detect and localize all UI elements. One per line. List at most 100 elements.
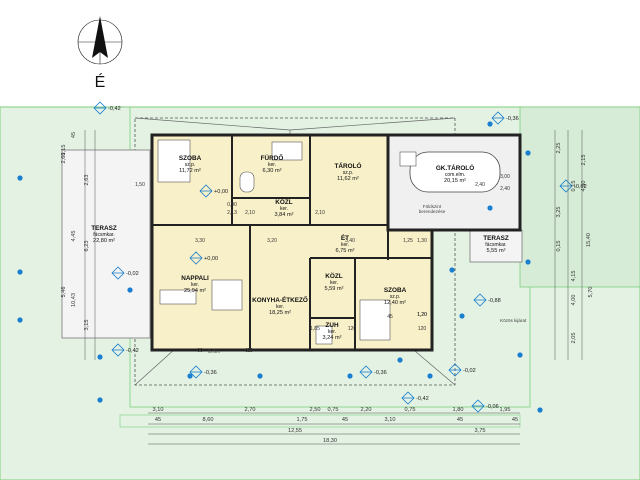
- room-area: 18,25 m²: [269, 310, 291, 316]
- dim-inner: 80: [245, 348, 251, 354]
- dim-left: 3,15: [84, 320, 90, 331]
- level-marker-bottom1: -0,36: [189, 365, 217, 379]
- room-name: SZOBA: [179, 155, 202, 162]
- dim-row3: 12,55: [288, 428, 302, 434]
- room-floor: ker.: [268, 162, 276, 168]
- dim-inner: 90: [247, 348, 253, 354]
- driveway: [519, 106, 640, 288]
- room-area: 3,24 m²: [323, 335, 342, 341]
- grid-marker: [487, 205, 493, 211]
- level-value: +0,00: [214, 189, 228, 195]
- level-marker-right: -0,02: [559, 179, 587, 193]
- level-marker-top_left: -0,42: [93, 101, 121, 115]
- dim-right: 2,25: [556, 143, 562, 154]
- grid-marker: [187, 373, 193, 379]
- room-floor: fácsmkar.: [485, 242, 506, 248]
- terrace-right: [469, 229, 523, 263]
- grid-marker: [97, 397, 103, 403]
- dim-right: 2,05: [571, 333, 577, 344]
- dim-right: 3,25: [556, 207, 562, 218]
- room-area: 12,40 m²: [384, 300, 406, 306]
- grid-marker: [459, 313, 465, 319]
- dim-inner: 1,50: [135, 182, 145, 188]
- room-floor: sz.p.: [185, 162, 196, 168]
- room-area: 25,94 m²: [184, 288, 206, 294]
- level-value: -0,02: [574, 184, 587, 190]
- level-value: -0,42: [108, 106, 121, 112]
- dim-left: 1,15: [61, 145, 67, 156]
- dim-inner: 2,13: [227, 210, 237, 216]
- room-name: TERASZ: [483, 235, 509, 242]
- dim-inner: 3,30: [195, 238, 205, 244]
- dim-row1: 1,80: [453, 407, 464, 413]
- room-area: 22,80 m²: [93, 238, 115, 244]
- north-arrow: É: [77, 16, 123, 91]
- dim-left: 2,63: [84, 175, 90, 186]
- grid-marker: [427, 373, 433, 379]
- level-marker-bottom2: -0,36: [359, 365, 387, 379]
- dim-row1: 2,70: [245, 407, 256, 413]
- dim-right: 2,15: [581, 155, 587, 166]
- level-marker-szoba: +0,00: [199, 184, 228, 198]
- grid-marker: [347, 373, 353, 379]
- room-name: TÁROLÓ: [335, 161, 362, 170]
- room-name: KONYHA-ÉTKEZŐ: [252, 295, 308, 304]
- level-value: -0,42: [126, 348, 139, 354]
- level-value: -0,36: [506, 116, 519, 122]
- grid-marker: [17, 317, 23, 323]
- room-floor: ker.: [191, 282, 199, 288]
- room-name: ÉT: [341, 233, 349, 242]
- dim-right: 4,00: [571, 295, 577, 306]
- grid-marker: [17, 269, 23, 275]
- level-marker-br2: -0,06: [471, 399, 499, 413]
- room-floor: ker.: [330, 280, 338, 286]
- grid-marker: [525, 259, 531, 265]
- dim-row2: 45: [457, 417, 463, 423]
- dim-right: 4,50: [581, 181, 587, 192]
- dim-left: 45: [71, 132, 77, 138]
- dim-row2: 45: [155, 417, 161, 423]
- dim-right: 0,15: [556, 241, 562, 252]
- dim-right: 4,15: [571, 271, 577, 282]
- grid-marker: [127, 287, 133, 293]
- kozos-kijarat-note: Közös kijárat: [500, 318, 527, 323]
- room-floor: sz.p.: [343, 170, 354, 176]
- level-markers: -0,42-0,36-0,02-0,42-0,36-0,36-0,02-0,02…: [93, 101, 587, 413]
- dim-left: 5,46: [61, 287, 67, 298]
- dim-right: 5,70: [588, 287, 594, 298]
- interior-walls: [152, 135, 432, 350]
- level-marker-nap: +0,00: [189, 251, 218, 265]
- grid-marker: [17, 175, 23, 181]
- dim-left: 6,23: [84, 241, 90, 252]
- room-area: 5,55 m²: [487, 248, 506, 254]
- dim-inner: 0,90: [227, 202, 237, 208]
- grid-marker: [537, 407, 543, 413]
- dim-row1: 2,50: [310, 407, 321, 413]
- dim-row2: 3,10: [385, 417, 396, 423]
- dim-inner: 2,10: [315, 210, 325, 216]
- dim-inner: 1,85: [310, 326, 320, 332]
- dim-row1: 0,75: [405, 407, 416, 413]
- level-marker-br1: -0,42: [401, 391, 429, 405]
- dim-row1: 1,95: [500, 407, 511, 413]
- dim-left: 2,60: [61, 153, 67, 164]
- level-marker-top_right: -0,36: [491, 111, 519, 125]
- level-value: -0,06: [486, 404, 499, 410]
- dim-inner: 2,40: [500, 186, 510, 192]
- room-floor: ker.: [276, 304, 284, 310]
- dim-inner: 3,20: [267, 238, 277, 244]
- level-marker-terr_right: -0,88: [473, 293, 501, 307]
- level-value: -0,88: [488, 298, 501, 304]
- level-value: -0,36: [374, 370, 387, 376]
- dim-inner: 120: [418, 326, 427, 332]
- terrace-left: [61, 149, 151, 339]
- room-area: 11,72 m²: [179, 168, 201, 174]
- dim-inner: 1,20: [417, 312, 427, 318]
